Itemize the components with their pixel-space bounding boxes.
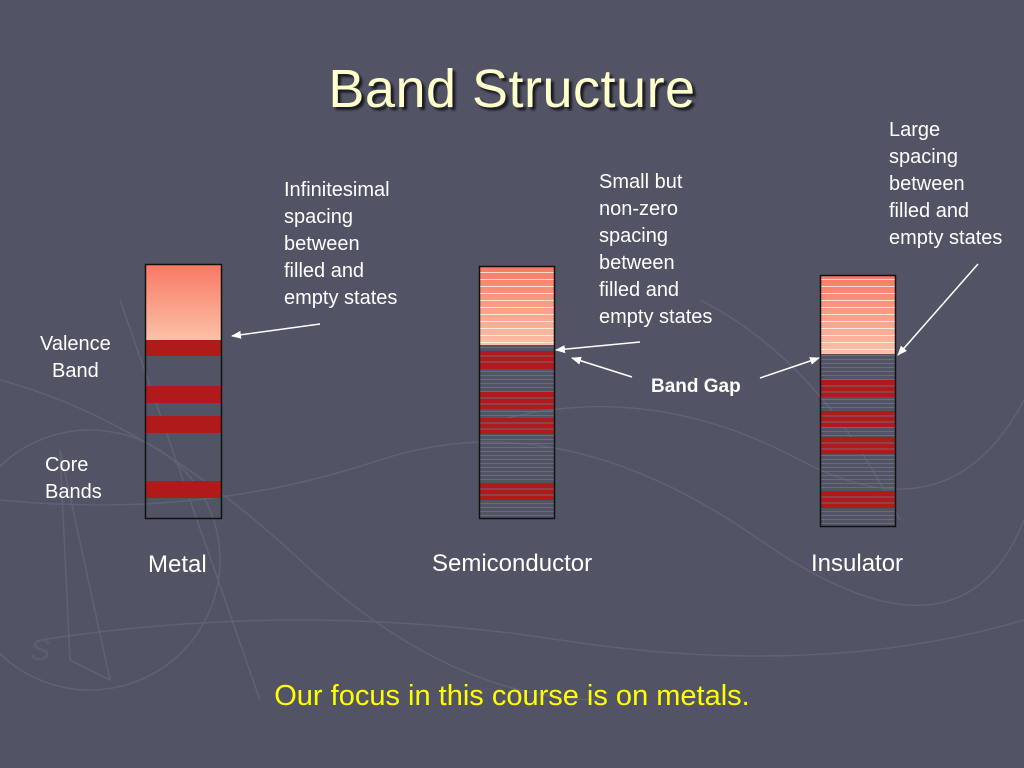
metal-column-border bbox=[144, 263, 223, 520]
metal-empty-states bbox=[146, 265, 221, 340]
semiconductor-band-2 bbox=[480, 392, 554, 409]
core-bands-label: Core Bands bbox=[45, 454, 102, 503]
semiconductor-valence-band bbox=[480, 351, 554, 369]
valence-band-label: Valence Band bbox=[40, 333, 111, 382]
insulator-band-3 bbox=[821, 437, 895, 454]
metal-spacing-arrow bbox=[231, 323, 321, 339]
slide-title: Band Structure bbox=[328, 59, 696, 119]
semiconductor-column-border bbox=[478, 265, 556, 520]
insulator-annotation: Large spacing between filled and empty s… bbox=[889, 119, 1003, 249]
band-gap-arrow-right bbox=[759, 357, 820, 379]
semiconductor-label: Semiconductor bbox=[432, 550, 593, 577]
semiconductor-band-column bbox=[478, 265, 556, 520]
svg-text:S: S bbox=[30, 634, 50, 667]
metal-annotation: Infinitesimal spacing between filled and… bbox=[284, 179, 398, 309]
metal-band-3 bbox=[146, 416, 221, 433]
metal-band-column bbox=[144, 263, 223, 520]
insulator-band-column bbox=[819, 274, 897, 528]
insulator-core-band bbox=[821, 491, 895, 508]
insulator-valence-band bbox=[821, 380, 895, 397]
insulator-spacing-arrow bbox=[897, 263, 979, 356]
semiconductor-core-band bbox=[480, 483, 554, 500]
band-gap-arrow-left bbox=[571, 356, 633, 378]
semiconductor-annotation: Small but non-zero spacing between fille… bbox=[599, 171, 713, 328]
metal-band-2 bbox=[146, 386, 221, 403]
semiconductor-spacing-arrow bbox=[555, 341, 641, 354]
insulator-band-2 bbox=[821, 411, 895, 427]
insulator-column-border bbox=[819, 274, 897, 528]
semiconductor-band-3 bbox=[480, 418, 554, 434]
metal-valence-band bbox=[146, 340, 221, 356]
focus-statement: Our focus in this course is on metals. bbox=[274, 680, 750, 712]
metal-label: Metal bbox=[148, 551, 207, 578]
metal-core-band bbox=[146, 481, 221, 498]
band-gap-label: Band Gap bbox=[651, 376, 741, 397]
insulator-label: Insulator bbox=[811, 550, 904, 577]
